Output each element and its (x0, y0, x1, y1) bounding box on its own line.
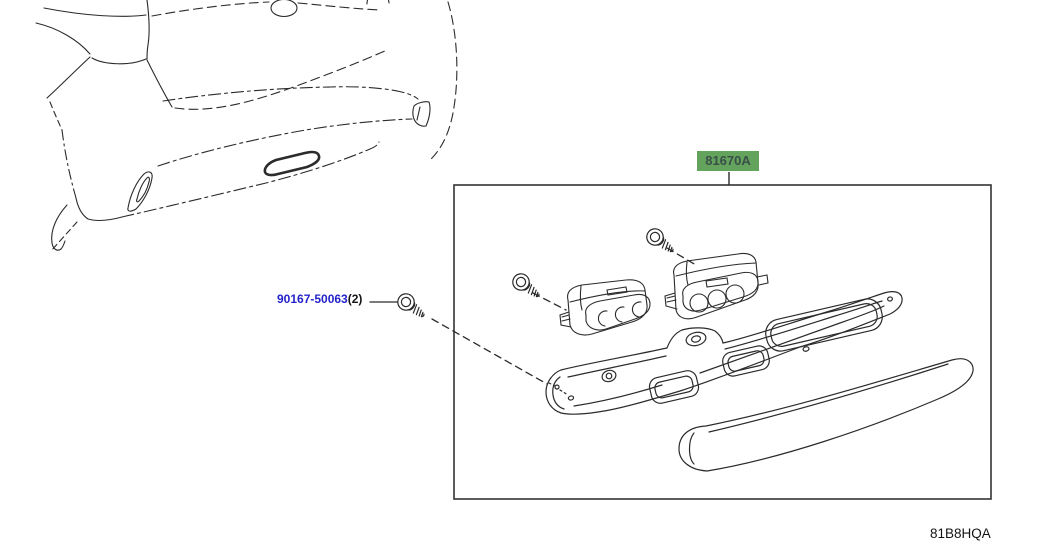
lamp-right-tab (756, 274, 769, 286)
lower-left-corner (75, 197, 123, 222)
lamp-right-sideface-line (685, 261, 689, 286)
left-bumper-vent-outer (127, 171, 153, 212)
lamp-left-top-detail (606, 286, 628, 296)
roof-edge-right (297, 2, 382, 11)
lens-thickness-line (708, 363, 949, 433)
lens-outline (678, 358, 974, 472)
lower-left-dash (50, 221, 78, 252)
lamp-left-sideface-line (579, 285, 583, 311)
lamp-opening-left-outer (648, 370, 700, 404)
mount-tab-ring (685, 331, 707, 347)
part-number-link[interactable]: 90167-50063 (277, 292, 348, 306)
lamp-left-bracket (559, 311, 572, 328)
lamp-right-top-detail (705, 277, 729, 288)
lamp-right-lens-face (682, 271, 759, 312)
glass-arch (91, 57, 147, 65)
lamp-right-bulb-2 (707, 289, 727, 309)
large-window-inner (770, 303, 878, 347)
lamp-left-bracket-hatch (561, 314, 571, 322)
screw-assembly-dash-right (666, 247, 697, 266)
lens-cover-drawing (678, 358, 974, 472)
right-c-pillar (428, 1, 458, 162)
garnish-inner-rim-bottom (573, 305, 885, 407)
spoiler-left-edge (35, 22, 91, 55)
right-vent-slit (416, 106, 421, 121)
tip-dotted-line (548, 382, 569, 396)
lamp-left-bulb-arc-2 (614, 306, 625, 323)
screw-icon (393, 289, 430, 323)
lens-left-cap-line (688, 432, 695, 465)
leader-lines (369, 247, 697, 385)
garnish-housing-drawing (545, 291, 903, 415)
vehicle-rear-drawing (35, 0, 458, 252)
license-lamp-left-drawing (559, 279, 651, 336)
spoiler-top-edge (43, 7, 147, 17)
figure-code: 81B8HQA (930, 526, 991, 541)
assembly-ref-label[interactable]: 81670A (697, 151, 759, 171)
lamp-left-body (567, 279, 648, 336)
right-bumper-vent (412, 101, 431, 127)
lamp-right-topface-line (675, 262, 757, 277)
lamp-right-bracket-hatch (666, 295, 677, 303)
screw-icon (508, 269, 545, 303)
lamp-left-bulb-arc-3 (631, 301, 642, 318)
lamp-opening-left-inner (654, 375, 694, 399)
small-drain-hole (802, 346, 810, 352)
lamp-left-bulb-arc-1 (597, 310, 608, 327)
left-boss-ring (601, 369, 617, 383)
left-boss-hole (605, 372, 613, 380)
bumper-bottom-edge (121, 141, 380, 218)
lamp-left-topface-line (569, 290, 646, 303)
lamp-right-bracket (664, 292, 678, 310)
garnish-inner-rim-top-right (724, 300, 883, 350)
right-arch-pillar (146, 59, 173, 108)
license-lamp-right-drawing (664, 252, 769, 320)
garnish-left-cap-inner (552, 376, 565, 410)
tip-screw-hole-2 (567, 395, 575, 401)
bumper-top-crease (157, 118, 413, 167)
lamp-right-bulb-3 (725, 284, 745, 304)
garnish-outline (545, 291, 903, 415)
lower-left-foot (51, 204, 68, 251)
right-tip-hole (887, 296, 893, 302)
left-body-line-upper (49, 101, 63, 131)
left-bumper-vent-inner (136, 176, 150, 203)
wiper-pivot (270, 0, 298, 18)
screw-icon (642, 224, 679, 258)
lamp-opening-right-outer (722, 345, 770, 377)
large-window-outer (765, 298, 883, 352)
garnish-inner-rim-top-left (567, 355, 667, 378)
center-seam (146, 0, 150, 60)
lamp-right-bulb-1 (689, 293, 709, 313)
screw-assembly-dash-outer (431, 318, 548, 385)
parts-detail-box (453, 184, 992, 500)
right-pivot-arc (366, 0, 390, 5)
tailgate-lower-edge (162, 86, 419, 102)
part-quantity: (2) (347, 292, 363, 306)
lamp-opening-right-inner (727, 350, 765, 372)
mount-tab-hole (690, 335, 702, 343)
glass-bottom-swoosh (174, 49, 388, 110)
left-glass-pillar (46, 56, 91, 99)
lamp-left-lens-face (585, 293, 651, 331)
screw-assembly-dash-left (532, 292, 567, 311)
left-body-line (61, 129, 77, 199)
license-garnish-location (263, 150, 321, 177)
roof-edge-left (151, 1, 270, 17)
tip-screw-hole-1 (554, 384, 560, 390)
part-number-callout: 90167-50063(2) (277, 292, 362, 306)
